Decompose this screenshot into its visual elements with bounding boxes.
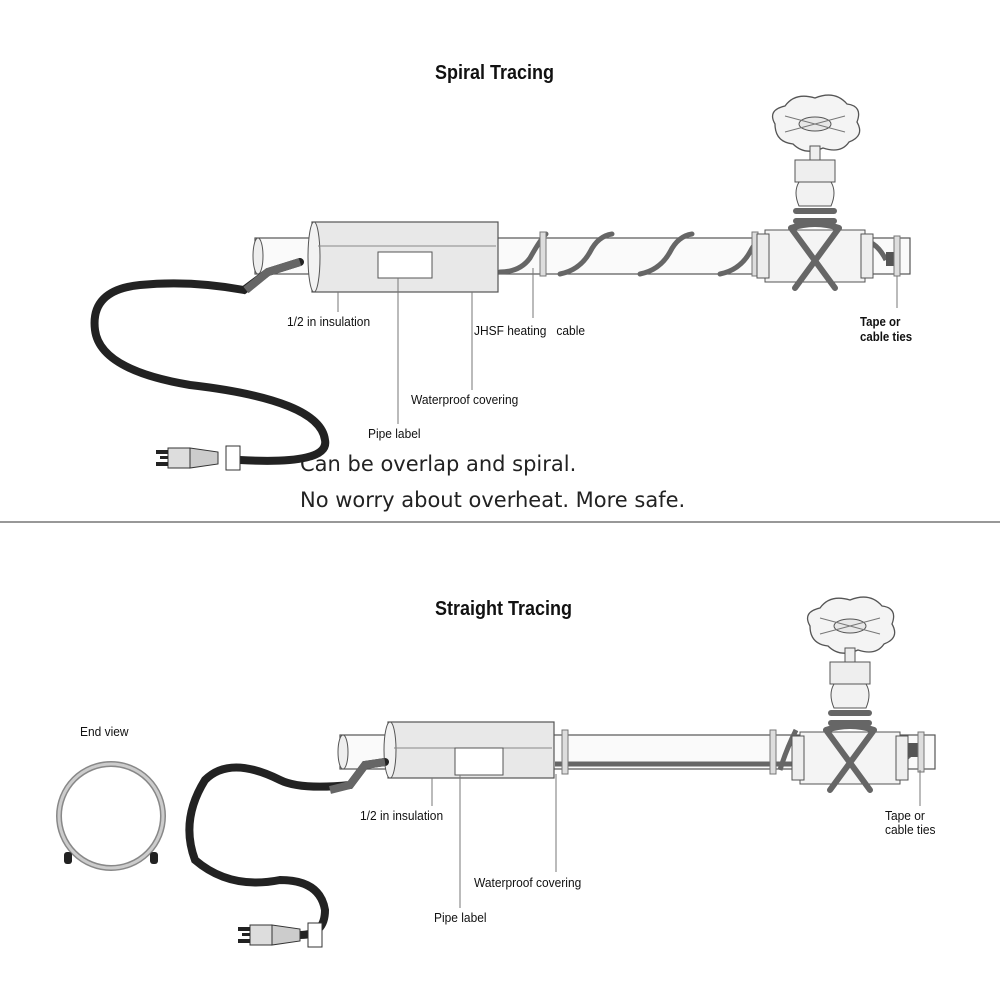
spiral-tracing-title: Spiral Tracing bbox=[435, 62, 555, 84]
pipe-label-label: Pipe label bbox=[368, 426, 421, 441]
pipe-label-label: Pipe label bbox=[434, 910, 487, 925]
tape-label-line2: cable ties bbox=[860, 329, 913, 344]
spiral-power-cord bbox=[90, 258, 330, 465]
waterproof-covering-label: Waterproof covering bbox=[411, 392, 519, 407]
valve-icon bbox=[792, 597, 908, 790]
caption-line-1: Can be overlap and spiral. bbox=[300, 452, 577, 476]
straight-leader-lines bbox=[431, 770, 921, 908]
end-view-ring bbox=[56, 761, 166, 871]
straight-insulation bbox=[383, 721, 555, 779]
spiral-insulation bbox=[307, 221, 499, 293]
insulation-label: 1/2 in insulation bbox=[360, 808, 444, 823]
caption-line-2: No worry about overheat. More safe. bbox=[300, 488, 686, 512]
end-view-label: End view bbox=[80, 724, 129, 739]
plug-icon bbox=[155, 445, 241, 471]
tape-label: Tape or bbox=[885, 808, 925, 823]
tape-label: Tape or bbox=[860, 314, 901, 329]
spiral-leader-lines bbox=[337, 268, 898, 424]
waterproof-covering-label: Waterproof covering bbox=[474, 875, 582, 890]
plug-icon bbox=[237, 922, 323, 948]
insulation-label: 1/2 in insulation bbox=[287, 314, 371, 329]
tape-label-line2: cable ties bbox=[885, 822, 936, 837]
valve-icon bbox=[757, 95, 873, 288]
straight-power-cord bbox=[185, 758, 389, 939]
heating-cable-label: JHSF heating cable bbox=[474, 323, 586, 338]
straight-tracing-title: Straight Tracing bbox=[435, 598, 573, 620]
